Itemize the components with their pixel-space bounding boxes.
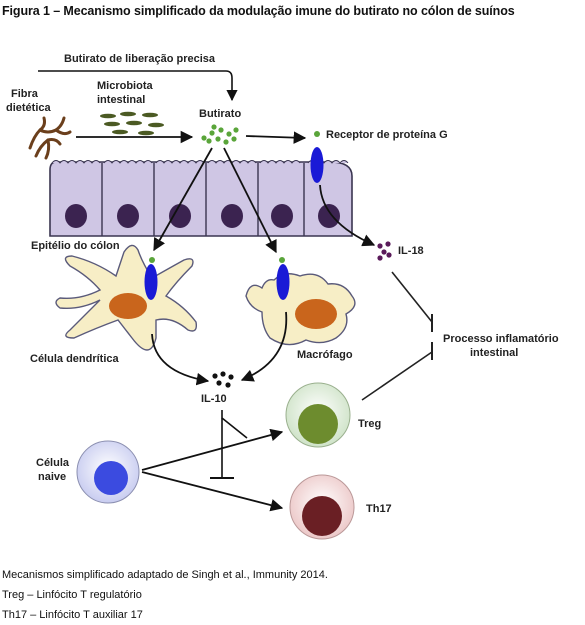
il10-molecules-icon: [212, 371, 234, 388]
inhibit-il18-to-processo: [391, 271, 433, 323]
footnote-treg: Treg – Linfócito T regulatório: [2, 589, 142, 601]
arrow-receptor-to-il18: [319, 184, 376, 247]
figure-title: Figura 1 – Mecanismo simplificado da mod…: [2, 4, 515, 18]
label-fibra-1: Fibra: [11, 88, 39, 100]
label-celula-2: naive: [38, 471, 66, 483]
butyrate-dot-macrofago: [279, 257, 285, 263]
label-epitelio: Epitélio do cólon: [31, 240, 120, 252]
label-microbiota-1: Microbiota: [97, 80, 153, 92]
arrow-butirato-to-receptor: [245, 131, 307, 144]
il18-molecules-icon: [377, 241, 392, 261]
footnote-source: Mecanismos simplificado adaptado de Sing…: [2, 569, 328, 581]
label-processo-2: intestinal: [470, 347, 518, 359]
label-il10: IL-10: [201, 393, 227, 405]
microbiota-icon: [100, 111, 164, 136]
label-celula-1: Célula: [36, 457, 70, 469]
arrow-butirato-to-macrofago: [223, 147, 277, 254]
footnote-th17: Th17 – Linfócito T auxiliar 17: [2, 609, 143, 621]
th17-cell: [289, 474, 355, 540]
il10-to-treg-line: [221, 410, 248, 439]
g-protein-receptor-epithelium: [310, 147, 324, 183]
arrow-liberacao-to-butirato: [38, 70, 238, 102]
colon-epithelium: [49, 160, 353, 237]
dendritic-nucleus: [109, 293, 147, 319]
butyrate-dot-receptor: [314, 131, 320, 137]
label-treg: Treg: [358, 418, 381, 430]
label-il18: IL-18: [398, 245, 424, 257]
label-dendritica: Célula dendrítica: [30, 353, 120, 365]
arrow-macrofago-to-il10: [240, 311, 288, 382]
label-receptor: Receptor de proteína G: [326, 129, 448, 141]
label-butirato: Butirato: [199, 108, 241, 120]
label-macrofago: Macrófago: [297, 349, 353, 361]
label-fibra-2: dietética: [6, 102, 52, 114]
butyrate-dot-dendritica: [149, 257, 155, 263]
treg-cell: [285, 382, 351, 448]
label-butirato-liberacao: Butirato de liberação precisa: [64, 53, 216, 65]
g-protein-receptor-dendritica: [144, 264, 158, 300]
g-protein-receptor-macrofago: [276, 264, 290, 300]
label-th17: Th17: [366, 503, 392, 515]
inhibit-treg-to-processo: [361, 351, 433, 401]
label-processo-1: Processo inflamatório: [443, 333, 559, 345]
arrow-naive-to-th17: [141, 471, 284, 512]
arrow-naive-to-treg: [141, 428, 284, 471]
footnotes: Mecanismos simplificado adaptado de Sing…: [2, 565, 328, 625]
macrophage-nucleus: [295, 299, 337, 329]
arrow-butirato-to-dendritica: [153, 147, 213, 252]
butyrate-molecules-icon: [201, 124, 239, 145]
arrow-dendritica-to-il10: [151, 333, 210, 386]
fiber-icon: [28, 116, 72, 160]
naive-cell: [76, 440, 140, 504]
label-microbiota-2: intestinal: [97, 94, 145, 106]
diagram: Butirato de liberação precisa Fibra diet…: [6, 53, 559, 540]
